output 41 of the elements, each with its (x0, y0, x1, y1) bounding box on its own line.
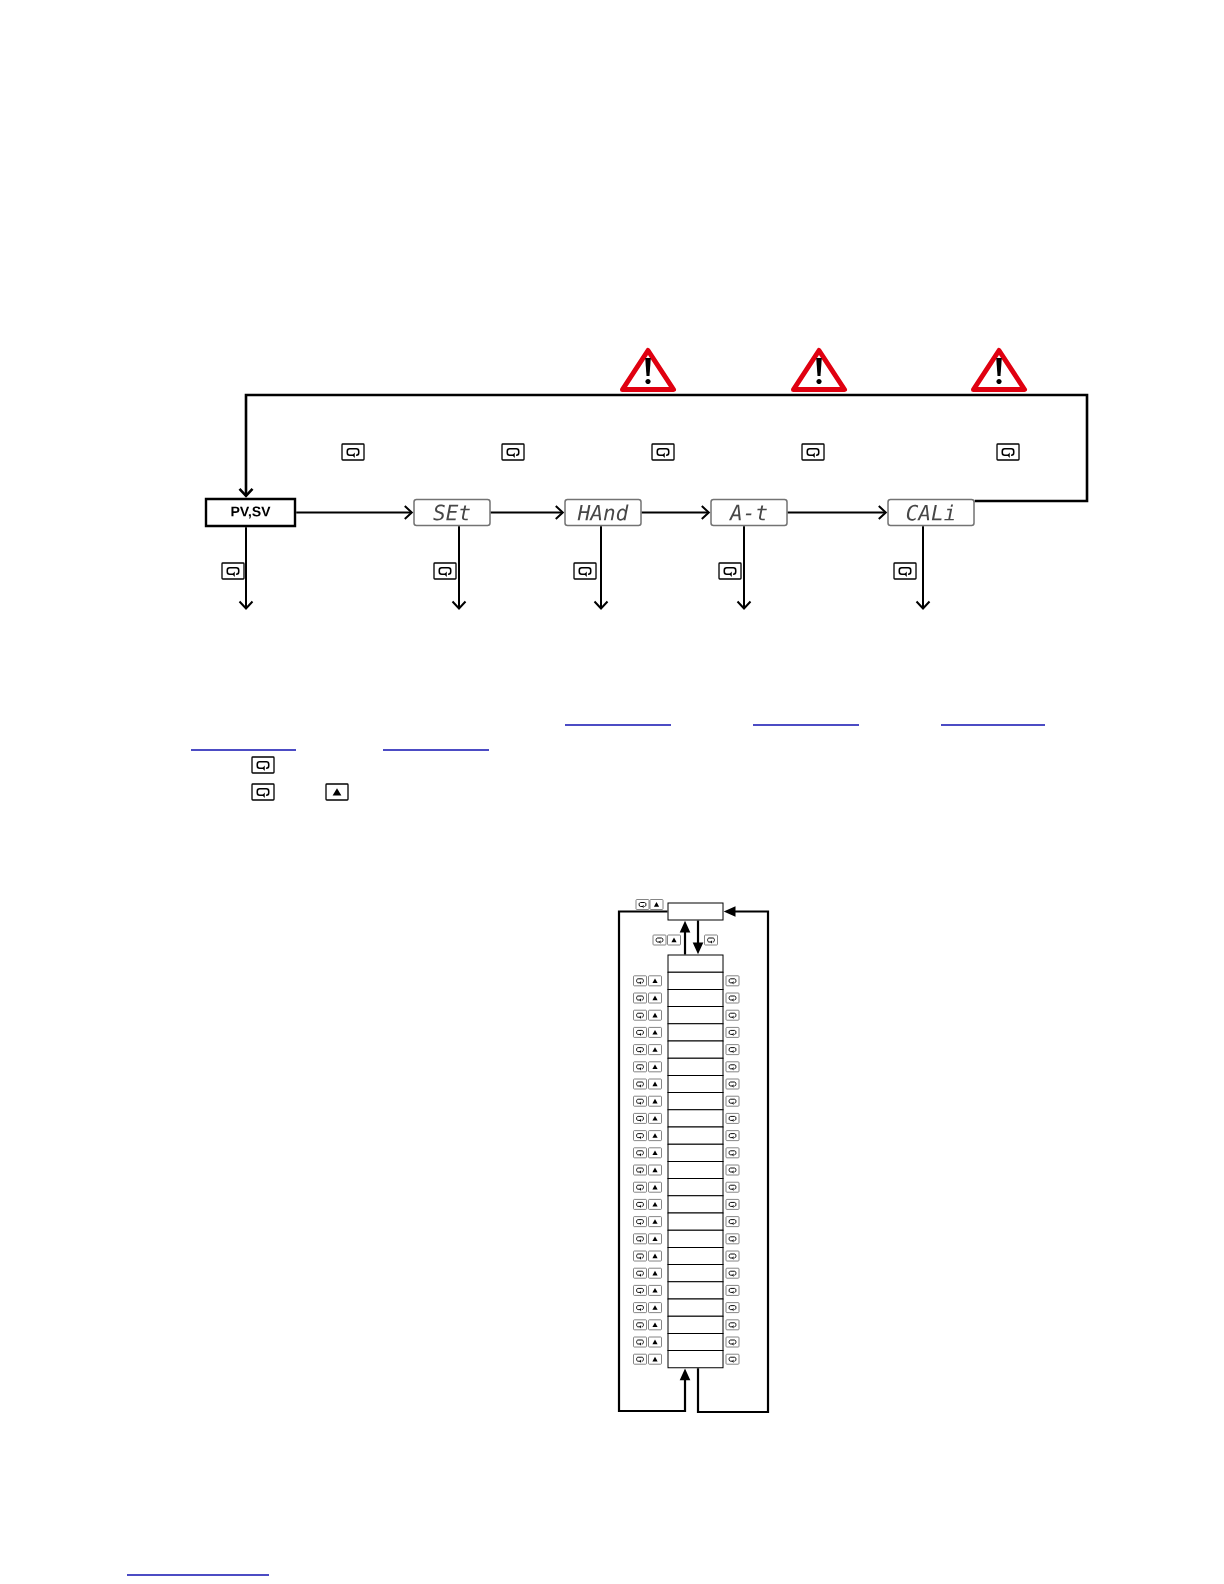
row-box (667, 1092, 724, 1111)
row-box (667, 1006, 724, 1025)
menu-box (667, 902, 724, 921)
lcd-display: HAnd (564, 498, 642, 527)
lcd-display: SEt (413, 498, 491, 527)
row-box (667, 1229, 724, 1248)
arrow (451, 525, 467, 610)
row-box (667, 1332, 724, 1352)
row-box (667, 1178, 724, 1197)
row-box (667, 1143, 724, 1162)
row-box (667, 1281, 724, 1300)
arrow (593, 525, 609, 610)
row-box (667, 1212, 724, 1231)
row-box (667, 1057, 724, 1076)
row-box (667, 954, 724, 973)
arrow (238, 393, 1089, 503)
lcd-display: A-t (710, 498, 788, 527)
lcd-display: CALi (887, 498, 975, 527)
arrow (915, 525, 931, 610)
row-box (667, 1298, 724, 1317)
arrow (736, 525, 752, 610)
row-box (667, 1074, 724, 1094)
row-box (667, 1023, 724, 1042)
arrow (696, 906, 770, 1414)
state-box: PV,SV (204, 497, 297, 528)
row-box (667, 1109, 724, 1128)
row-box (667, 1246, 724, 1266)
row-box (667, 1315, 724, 1334)
arrow (489, 505, 565, 520)
arrow (295, 505, 414, 520)
row-box (667, 1160, 724, 1180)
row-box (667, 988, 724, 1008)
row-box (667, 1195, 724, 1214)
arrow (238, 526, 254, 610)
row-box (667, 971, 724, 990)
row-box (667, 1040, 724, 1059)
arrow (786, 505, 888, 520)
row-box (667, 1264, 724, 1283)
row-box (667, 1126, 724, 1145)
row-box (667, 1350, 724, 1369)
arrow (640, 505, 711, 520)
